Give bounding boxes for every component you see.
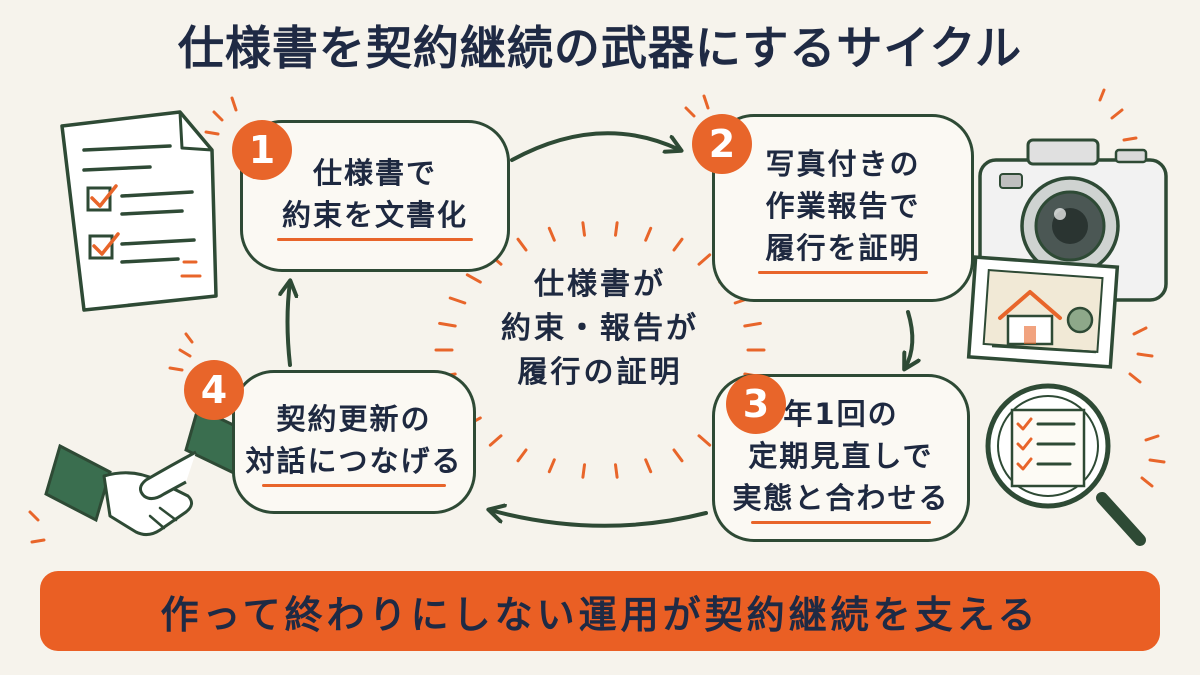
- arrow-step2-to-step3: [905, 310, 912, 368]
- center-ray: [488, 434, 503, 447]
- step3-speech-bubble: 年1回の 定期見直しで 実態と合わせる: [712, 374, 970, 542]
- center-ray: [644, 458, 653, 474]
- step4-speech-bubble: 契約更新の 対話につなげる: [232, 370, 476, 514]
- center-ray: [547, 458, 556, 474]
- center-line-1: 仕様書が: [534, 267, 666, 302]
- handshake-icon: [44, 405, 250, 537]
- step2-number-badge: 2: [692, 114, 752, 174]
- step4-underline: [262, 483, 446, 487]
- center-ray: [465, 273, 482, 284]
- step2-underline: [758, 270, 928, 274]
- center-line-2: 約束・報告が: [501, 311, 699, 346]
- accent-sparks: [28, 88, 1166, 544]
- center-ray: [697, 253, 712, 266]
- step1-line-1: 仕様書で: [312, 155, 437, 190]
- step1-line-2: 約束を文書化: [281, 197, 468, 232]
- center-ray: [644, 226, 653, 242]
- center-ray: [743, 321, 762, 328]
- step1-underline: [277, 237, 473, 241]
- center-ray: [438, 321, 457, 328]
- arrow-step3-to-step4: [490, 510, 708, 528]
- bottom-banner-text: 作って終わりにしない運用が契約継続を支える: [160, 592, 1040, 637]
- step2-line-2: 作業報告で: [765, 188, 921, 223]
- center-ray: [581, 463, 586, 479]
- checklist-document-icon: [60, 110, 218, 312]
- house-photo-icon: [966, 255, 1120, 369]
- center-ray: [581, 221, 586, 237]
- center-ray: [516, 237, 528, 252]
- step2-line-1: 写真付きの: [765, 146, 921, 181]
- center-ray: [614, 221, 619, 237]
- arrow-step1-to-step2: [510, 131, 680, 162]
- center-ray: [448, 296, 467, 305]
- page-title: 仕様書を契約継続の武器にするサイクル: [177, 21, 1023, 75]
- step3-underline: [751, 520, 931, 524]
- bottom-banner: 作って終わりにしない運用が契約継続を支える: [40, 571, 1160, 651]
- center-ray: [516, 448, 528, 463]
- center-ray: [614, 463, 619, 479]
- step3-line-3: 実態と合わせる: [732, 480, 950, 515]
- step4-line-1: 契約更新の: [276, 401, 432, 436]
- center-ray: [697, 434, 712, 447]
- step3-line-2: 定期見直しで: [748, 438, 934, 473]
- center-ray: [672, 448, 684, 463]
- step3-number-badge: 3: [726, 374, 786, 434]
- center-line-3: 履行の証明: [517, 355, 683, 390]
- center-ray: [672, 237, 684, 252]
- step2-speech-bubble: 写真付きの 作業報告で 履行を証明: [712, 114, 974, 302]
- step3-line-1: 年1回の: [783, 396, 899, 431]
- magnifier-checklist-icon: [985, 383, 1146, 546]
- step1-number-badge: 1: [232, 120, 292, 180]
- camera-icon: [978, 138, 1168, 302]
- arrow-step4-to-step1: [288, 282, 291, 367]
- step4-line-2: 対話につなげる: [245, 443, 463, 478]
- center-ray: [547, 226, 556, 242]
- step4-number-badge: 4: [184, 360, 244, 420]
- step2-line-3: 履行を証明: [765, 230, 921, 265]
- center-summary: 仕様書が 約束・報告が 履行の証明: [470, 263, 730, 395]
